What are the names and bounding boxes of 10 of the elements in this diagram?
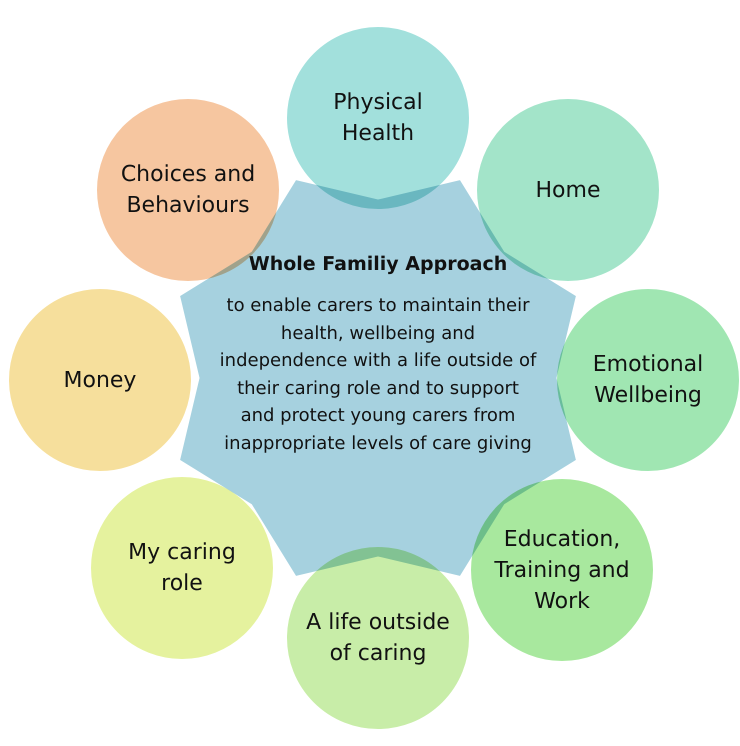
topic-label: Money bbox=[62, 366, 138, 394]
topic-label: Emotional Wellbeing bbox=[592, 351, 704, 410]
topic-label: Physical Health bbox=[332, 89, 424, 148]
topic-label: Choices and Behaviours bbox=[120, 161, 256, 220]
description: to enable carers to maintain their health, wellbeing and independence with a life outside of their caring role and to support and protect young carers from inappropriate levels of care giving bbox=[218, 294, 538, 456]
topic-label: Home bbox=[534, 176, 602, 204]
topic-label: My caring role bbox=[127, 539, 237, 598]
topic-label: A life outside of caring bbox=[305, 609, 451, 668]
topic-label: Education, Training and Work bbox=[493, 526, 631, 616]
heading: Whole Familiy Approach bbox=[248, 253, 508, 275]
